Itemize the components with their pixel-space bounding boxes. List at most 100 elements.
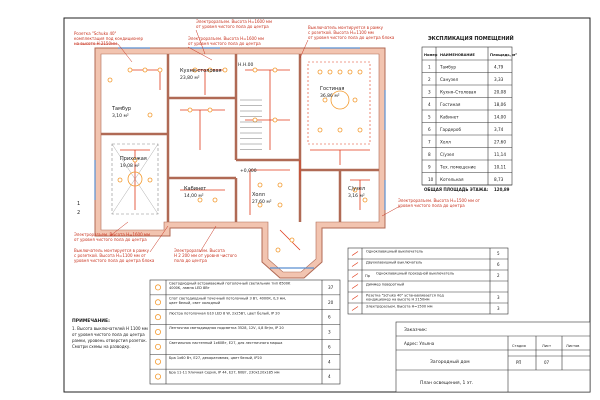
- callout-text: уровня чистого пола до центра: [398, 203, 465, 208]
- symbol-desc: кондиционер на высоте H 2150мм: [366, 297, 430, 301]
- explication-cell: 2: [428, 77, 431, 82]
- legend-desc: Ленточная светодиодная подсветка 3528, 1…: [169, 326, 284, 330]
- light-fixture-icon: [157, 67, 163, 73]
- room-name: Тамбур: [111, 106, 131, 112]
- explication-cell: 18,06: [494, 102, 506, 107]
- explication-cell: Санузел: [440, 77, 459, 82]
- explication-cell: 6: [428, 127, 431, 132]
- title-block: Заказчик: Адрес: Ульяна Загородный дом П…: [395, 321, 591, 393]
- callout-text: Выключатель монтируется в рамку: [308, 25, 384, 30]
- light-fixture-icon: [277, 202, 283, 208]
- light-fixture-icon: [257, 182, 263, 188]
- callouts: Розетка "Schuko 40" комплектация под кон…: [74, 19, 481, 263]
- fixture-symbol-icon: [154, 343, 161, 350]
- switch-symbol-icon: [351, 295, 359, 300]
- legend-qty: 20: [328, 300, 334, 305]
- callout-text: Электроразъем. Высота H=1600 мм: [188, 36, 264, 41]
- light-fixture-icon: [252, 67, 258, 73]
- room-name: Кухня-столовая: [180, 68, 222, 74]
- callout-text: пола до центра: [174, 258, 207, 263]
- title-block-sheet-title: Загородный дом: [430, 358, 470, 365]
- floor-plan: Тамбур 3,10 м² Гостиная 36,86 м² Кухня-с…: [77, 47, 386, 279]
- explication-cell: Холл: [440, 140, 451, 145]
- axis-mark: 1: [77, 201, 80, 207]
- switch-symbol-icon: [351, 306, 359, 311]
- notes-title: ПРИМЕЧАНИЕ:: [72, 318, 110, 324]
- notes-line: 1. Высота выключателей H 1100 мм: [72, 326, 148, 331]
- fixture-symbol-icon: [154, 328, 161, 335]
- fixture-symbol-icon: [154, 358, 161, 365]
- callout-text: на высоте H 2150мм: [74, 41, 117, 46]
- callout-text: с розеткой. Высота H=1100 мм от: [74, 253, 147, 258]
- callout: Электроразъем. Высота H=1600 мм от уровн…: [187, 36, 264, 61]
- symbol-desc: Одноклавишный проходной выключатель: [376, 271, 454, 275]
- interior-walls: [101, 54, 379, 222]
- callout-text: Электроразъем. Высота H=1600 мм: [74, 232, 150, 237]
- symbol-qty: 6: [497, 262, 500, 267]
- fixture-symbol-icon: [154, 373, 161, 380]
- light-fixture-icon: [257, 202, 263, 208]
- explication-cell: Гардероб: [440, 127, 461, 132]
- explication-cell: 10: [428, 177, 434, 182]
- legend-qty: 6: [328, 344, 331, 349]
- light-fixture-icon: [207, 107, 213, 113]
- explication-cell: 27,60: [494, 140, 506, 145]
- legend-rows: Светодиодный встраиваемый потолочный све…: [150, 282, 340, 380]
- title-block-label: Заказчик:: [404, 327, 427, 333]
- room-name: Кабинет: [184, 186, 206, 192]
- switch-symbol-icon: [351, 251, 359, 256]
- room-area: 14,00 м²: [184, 193, 204, 199]
- title-block-sheet-subtitle: План освещения, 1 эт.: [420, 380, 473, 386]
- room-labels: Тамбур 3,10 м² Гостиная 36,86 м² Кухня-с…: [111, 68, 365, 205]
- room-area: 3,16 м²: [348, 193, 365, 199]
- light-fixture-icon: [275, 247, 281, 253]
- legend-desc: Бра 11-11 Уличная Серия, IP 44, E27, 60В…: [169, 371, 280, 375]
- light-fixture-icon: [357, 127, 363, 133]
- callout: Электроразъем. Высота H=1500 мм от уровн…: [381, 198, 481, 217]
- light-fixture-icon: [322, 97, 328, 103]
- stage-value: 07: [544, 360, 550, 365]
- callout-text: Выключатель монтируется в рамку: [74, 248, 150, 253]
- explication-cell: Тамбур: [439, 65, 456, 70]
- light-fixture-icon: [147, 177, 153, 183]
- light-fixture-icon: [352, 97, 358, 103]
- windows: [94, 47, 386, 269]
- light-fixture-icon: [289, 237, 295, 243]
- room-name: Прихожая: [120, 156, 147, 162]
- callout-text: уровня чистого пола до центра блока: [74, 258, 155, 263]
- fixture-symbol-icon: [154, 284, 161, 291]
- room-name: С/узел: [348, 186, 365, 192]
- explication-cell: 3: [428, 90, 431, 95]
- light-fixture-icon: [347, 69, 353, 75]
- explication-cell: 10,11: [494, 165, 506, 170]
- light-fixture-icon: [337, 69, 343, 75]
- fixture-symbol-icon: [154, 314, 161, 321]
- legend-qty: 3: [328, 330, 331, 335]
- light-fixture-icon: [107, 77, 113, 83]
- explication-header: Площадь, м²: [490, 53, 517, 57]
- stage-value: РП: [516, 360, 521, 365]
- light-fixture-icon: [352, 187, 358, 193]
- explication-header: НАИМЕНОВАНИЕ: [440, 53, 475, 57]
- light-fixture-icon: [357, 69, 363, 75]
- callout: Розетка "Schuko 40" комплектация под кон…: [74, 31, 144, 63]
- explication-cell: 8: [428, 152, 431, 157]
- explication-table: ЭКСПЛИКАЦИЯ ПОМЕЩЕНИЙ Номер НАИМЕНОВАНИЕ…: [421, 34, 517, 192]
- callout: Электроразъем. Высота H 2 200 мм от уров…: [174, 225, 237, 263]
- light-fixture-icon: [192, 67, 198, 73]
- explication-cell: 14,00: [494, 115, 506, 120]
- explication-cell: 8,73: [494, 177, 504, 182]
- explication-cell: С/узел: [440, 152, 455, 157]
- light-fixture-icon: [317, 69, 323, 75]
- light-fixture-icon: [252, 117, 258, 123]
- explication-header: Номер: [424, 53, 438, 57]
- switch-symbol-icon: [351, 273, 359, 278]
- light-fixtures: [107, 67, 368, 253]
- callout-text: от уровня чистого пола до центра: [188, 41, 261, 46]
- explication-cell: 11,14: [494, 152, 506, 157]
- notes: ПРИМЕЧАНИЕ: 1. Высота выключателей H 110…: [72, 318, 148, 349]
- callout-text: от уровня чистого пола до центра: [74, 237, 147, 242]
- switch-symbol-icon: [351, 284, 359, 289]
